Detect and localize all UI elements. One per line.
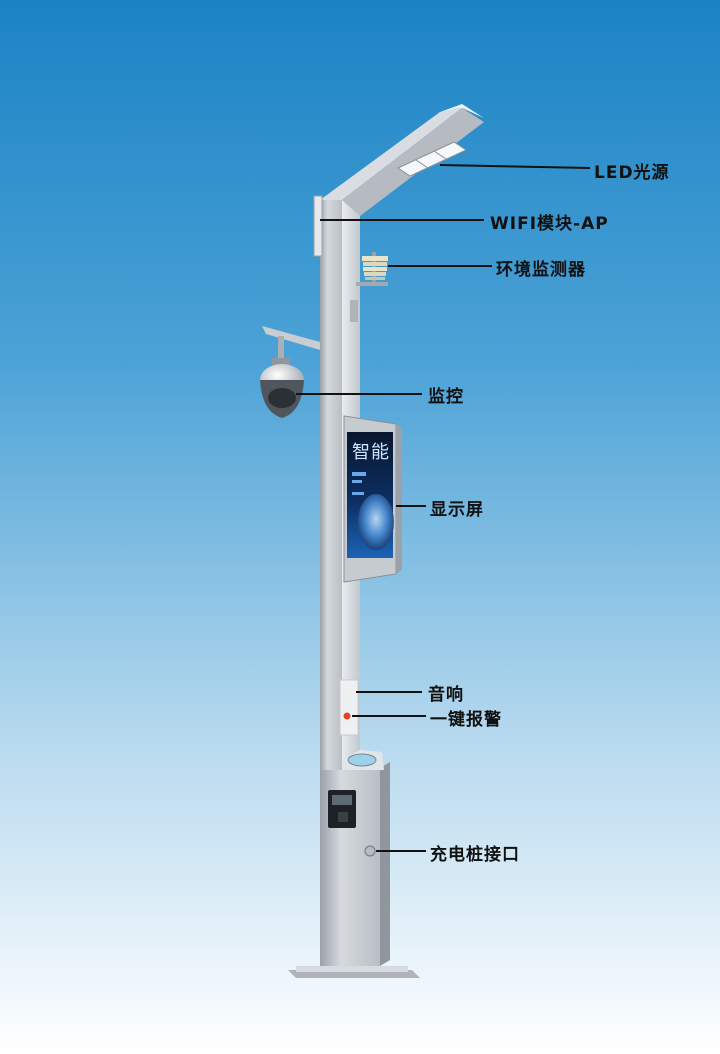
label-one-key-alarm: 一键报警 (430, 710, 502, 730)
label-surveillance: 监控 (428, 387, 464, 407)
environment-monitor (350, 252, 388, 322)
screen-heading: 智能 (352, 442, 390, 463)
label-speaker: 音响 (428, 685, 464, 705)
camera-assembly (260, 326, 320, 418)
label-display-screen: 显示屏 (430, 500, 484, 520)
leader-lines (296, 164, 591, 852)
leader-led (439, 164, 591, 169)
label-charging-interface: 充电桩接口 (430, 845, 520, 865)
charging-cabinet (320, 748, 390, 966)
base-plate (288, 966, 420, 978)
label-environment-monitor: 环境监测器 (496, 260, 586, 280)
display-screen (343, 415, 402, 583)
wifi-module (313, 195, 323, 257)
led-lamp (396, 141, 468, 177)
label-wifi-module: WIFI模块-AP (490, 214, 609, 234)
label-led-light-source: LED光源 (594, 163, 670, 183)
